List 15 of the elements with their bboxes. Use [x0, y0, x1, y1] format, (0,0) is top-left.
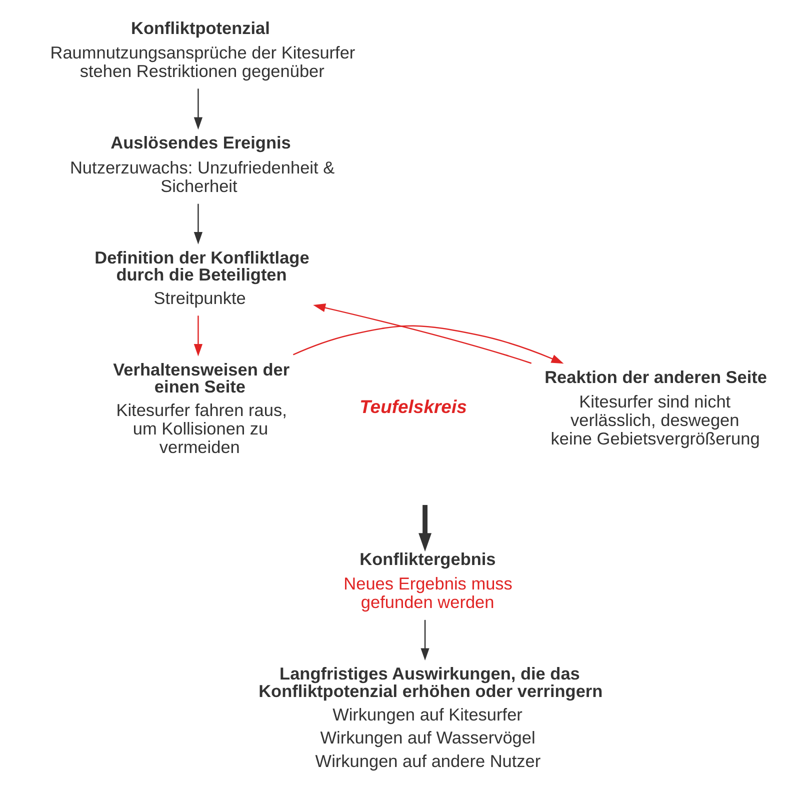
- node-text: Definition der Konfliktlage durch die Beteiligten Streitpunkte: [94, 247, 309, 308]
- arrow: [312, 304, 532, 364]
- label: Teufelskreis: [359, 396, 466, 417]
- node-text: Reaktion der anderen Seite Kitesurfer sind nicht verlässlich, deswegen keine Gebietsvergrößerung: [544, 366, 767, 448]
- arrow: [193, 316, 202, 356]
- arrow: [420, 620, 429, 661]
- node-text: Verhaltensweisen der einen Seite Kitesurfer fahren raus, um Kollisionen zu vermeiden: [112, 359, 290, 458]
- arrow: [292, 325, 564, 364]
- node-text: Auslösendes Ereignis Nutzerzuwachs: Unzufriedenheit & Sicherheit: [69, 132, 334, 196]
- node-text: Konfliktpotenzial Raumnutzungsansprüche der Kitesurfer stehen Restriktionen gegenüber: [50, 18, 355, 82]
- arrow: [193, 204, 202, 244]
- arrow: [193, 88, 202, 130]
- arrow: [418, 504, 432, 552]
- node-text: Langfristiges Auswirkungen, die das Konfliktpotenzial erhöhen oder verringern Wirkungen auf Kitesurfer Wirkungen auf Wasservögel Wirkungen auf andere Nutzer: [258, 664, 602, 772]
- node-text: Konfliktergebnis Neues Ergebnis muss gefunden werden: [343, 548, 512, 612]
